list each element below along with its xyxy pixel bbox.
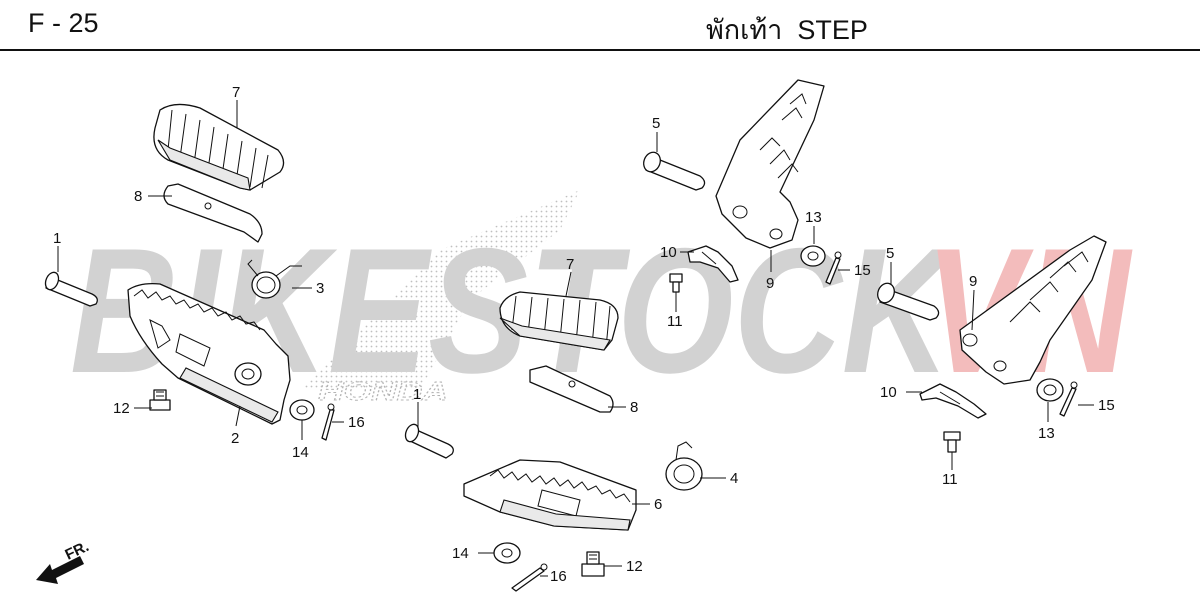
rubber-pad-part-7a [153,103,285,191]
rubber-pad-part-7b [499,291,619,351]
bolt-part-11a [669,273,683,293]
callout-6: 6 [654,496,662,513]
front-arrow-icon [36,556,84,584]
cotter-pin-part-15a [825,251,842,285]
step-arm-part-9b [959,235,1107,385]
front-direction-marker: FR. [36,538,92,584]
callout-4: 4 [730,470,738,487]
clip-part-10b [919,383,987,419]
watermark-honda: HONDA [318,376,448,406]
leader-lines [57,100,1094,577]
header-divider [0,49,1200,51]
callout-11a: 11 [667,313,683,330]
callout-1b: 1 [413,386,421,403]
page-title: พักเท้า STEP [706,15,868,45]
plate-part-8b [529,365,614,413]
washer-part-14b [493,542,521,564]
cotter-pin-part-16b [511,563,548,592]
spring-part-3 [247,259,302,299]
watermark-wing [300,190,580,390]
washer-part-14a [289,399,315,421]
cotter-pin-part-16a [321,403,335,441]
cotter-pin-part-15b [1059,381,1078,417]
washer-part-13a [800,245,826,267]
callout-5b: 5 [886,245,894,262]
callout-5a: 5 [652,115,660,132]
callout-1a: 1 [53,230,61,247]
callout-15b: 15 [1098,397,1115,414]
callout-9a: 9 [766,275,774,292]
washer-part-13b [1036,378,1064,402]
plate-part-8a [163,183,263,243]
front-label: FR. [63,538,92,564]
callout-8b: 8 [630,399,638,416]
callout-11b: 11 [942,471,958,488]
callout-3: 3 [316,280,324,297]
callout-7a: 7 [232,84,240,101]
callout-10b: 10 [880,384,897,401]
callout-13a: 13 [805,209,822,226]
callout-13b: 13 [1038,425,1055,442]
bolt-part-12a [149,389,171,411]
callout-16a: 16 [348,414,365,431]
spring-part-4 [665,441,703,491]
step-arm-part-9a [715,79,825,249]
pin-part-1a [44,271,98,307]
callout-16b: 16 [550,568,567,585]
callout-15a: 15 [854,262,871,279]
bolt-part-12b [581,551,605,577]
callout-9b: 9 [969,273,977,290]
pin-part-5a [643,151,706,191]
pin-part-1b [404,423,454,459]
page-header: F - 25 พักเท้า STEP [0,0,1200,51]
bolt-part-11b [943,431,961,453]
callout-2: 2 [231,430,239,447]
callout-12a: 12 [113,400,130,417]
callout-12b: 12 [626,558,643,575]
step-part-2 [127,282,291,425]
callout-8a: 8 [134,188,142,205]
clip-part-10a [687,245,739,283]
callout-10a: 10 [660,244,677,261]
step-part-6 [463,459,637,531]
pin-part-5b [877,282,940,321]
callout-labels: 7 8 1 3 12 2 14 16 7 8 1 4 6 14 16 12 5 … [53,84,1115,585]
callout-14a: 14 [292,444,309,461]
page-code: F - 25 [28,8,99,38]
callout-14b: 14 [452,545,469,562]
callout-7b: 7 [566,256,574,273]
